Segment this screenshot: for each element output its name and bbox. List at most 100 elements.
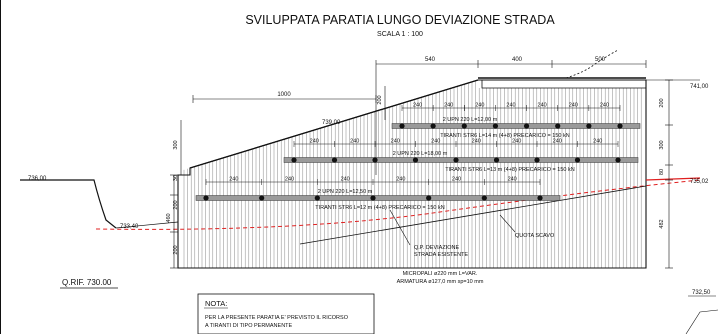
anchor-spacing: 240 bbox=[391, 139, 400, 145]
anchor-head bbox=[412, 157, 419, 163]
dim-400: 400 bbox=[512, 57, 523, 63]
elev-741: 741,00 bbox=[690, 84, 709, 90]
note-heading: NOTA: bbox=[205, 299, 227, 308]
anchor-spacing: 240 bbox=[444, 103, 453, 109]
ground-profile-left bbox=[20, 179, 117, 229]
anchor-label: TIRANTI STR6 L=14 m (4+8) PRECARICO = 15… bbox=[440, 133, 569, 139]
anchor-head bbox=[492, 123, 499, 129]
dim-1000: 1000 bbox=[277, 92, 291, 98]
waler-beam bbox=[283, 157, 639, 163]
dim-right-300: 300 bbox=[659, 140, 665, 149]
wall-outline bbox=[177, 77, 647, 269]
drawing-scale: SCALA 1 : 100 bbox=[377, 31, 423, 38]
anchor-rows: 240 240 240 240 240 240 240 2 UPN 220 L=12,00 m… bbox=[195, 103, 641, 211]
elev-735: 735,02 bbox=[690, 179, 709, 185]
micropile-spec-2: ARMATURA ø127,0 mm sp=10 mm bbox=[397, 279, 484, 285]
excavation-line bbox=[299, 185, 647, 245]
anchor-spacing: 240 bbox=[431, 139, 440, 145]
dim-mid-200: 200 bbox=[377, 95, 383, 104]
road-centerline bbox=[95, 179, 701, 230]
anchor-head bbox=[203, 195, 209, 201]
anchor-spacing: 240 bbox=[472, 139, 481, 145]
anchor-head bbox=[259, 195, 265, 201]
note-line-1: PER LA PRESENTE PARATIA E' PREVISTO IL R… bbox=[205, 315, 349, 321]
beam-label: 2 UPN 220 L=12,50 m bbox=[318, 189, 373, 195]
micropile-array bbox=[183, 80, 642, 268]
anchor-head bbox=[555, 123, 561, 129]
right-dimensions bbox=[646, 79, 700, 269]
anchor-spacing: 240 bbox=[593, 139, 602, 145]
ground-profile-left-low bbox=[115, 221, 179, 229]
anchor-spacing: 240 bbox=[569, 103, 578, 109]
road-right-segment bbox=[645, 177, 701, 181]
waler-beam bbox=[195, 195, 561, 201]
anchor-spacing: 240 bbox=[350, 139, 359, 145]
anchor-spacing: 240 bbox=[285, 177, 294, 183]
note-line-2: A TIRANTI DI TIPO PERMANENTE bbox=[205, 323, 293, 329]
anchor-head bbox=[615, 157, 621, 163]
micropile-spec-1: MICROPALI ø220 mm L=VAR. bbox=[403, 271, 478, 277]
reference-level: Q.RIF. 730.00 bbox=[62, 278, 112, 287]
elev-732: 732,50 bbox=[692, 290, 711, 296]
anchor-spacing: 240 bbox=[341, 177, 350, 183]
anchor-spacing: 240 bbox=[538, 103, 547, 109]
anchor-spacing: 240 bbox=[512, 139, 521, 145]
elev-739: 739,00 bbox=[322, 120, 341, 126]
anchor-spacing: 240 bbox=[452, 177, 461, 183]
anchor-spacing: 240 bbox=[396, 177, 405, 183]
anchor-head bbox=[537, 195, 543, 201]
anchor-label: TIRANTI STR6 L=12 m (4+8) PRECARICO = 15… bbox=[315, 205, 444, 211]
anchor-head bbox=[493, 157, 500, 163]
dim-right-200: 200 bbox=[659, 98, 665, 107]
anchor-head bbox=[370, 195, 376, 201]
elev-733: 733,40 bbox=[120, 224, 139, 230]
dim-left-200b: 200 bbox=[173, 245, 179, 254]
anchor-spacing: 240 bbox=[475, 103, 484, 109]
anchor-head bbox=[331, 157, 338, 163]
anchor-head bbox=[430, 123, 436, 129]
note-box: NOTA: PER LA PRESENTE PARATIA E' PREVIST… bbox=[197, 293, 375, 334]
dim-right-482: 482 bbox=[659, 219, 665, 228]
anchor-head bbox=[453, 157, 459, 163]
left-dimensions bbox=[170, 86, 386, 269]
dim-500: 500 bbox=[595, 57, 606, 63]
elev-736: 736,00 bbox=[28, 176, 47, 182]
label-qp-2: STRADA ESISTENTE bbox=[414, 252, 468, 258]
anchor-head bbox=[461, 123, 467, 129]
waler-beam bbox=[391, 123, 641, 129]
anchor-head bbox=[534, 157, 540, 163]
dim-right-80: 80 bbox=[659, 169, 665, 175]
anchor-head bbox=[574, 157, 581, 163]
anchor-head bbox=[523, 123, 530, 129]
label-leaders bbox=[389, 209, 516, 246]
anchor-label: TIRANTI STR6 L=13 m (4+8) PRECARICO = 15… bbox=[445, 167, 574, 173]
top-dimensions bbox=[192, 60, 647, 175]
anchor-head bbox=[481, 195, 487, 201]
dim-left-460: 460 bbox=[166, 213, 172, 222]
dim-left-300: 300 bbox=[173, 140, 179, 149]
bottom-right-profile bbox=[685, 309, 719, 334]
anchor-head bbox=[291, 157, 297, 163]
anchor-spacing: 240 bbox=[413, 103, 422, 109]
anchor-head bbox=[617, 123, 623, 129]
drawing-title: SVILUPPATA PARATIA LUNGO DEVIAZIONE STRA… bbox=[245, 13, 555, 27]
dim-540: 540 bbox=[425, 57, 436, 63]
anchor-spacing: 240 bbox=[600, 103, 609, 109]
dim-left-30: 30 bbox=[173, 175, 179, 181]
anchor-head bbox=[399, 123, 405, 129]
anchor-head bbox=[426, 195, 432, 201]
anchor-spacing: 240 bbox=[506, 103, 515, 109]
anchor-head bbox=[372, 157, 378, 163]
label-qp-1: Q.P. DEVIAZIONE bbox=[414, 245, 459, 251]
anchor-head bbox=[314, 195, 320, 201]
beam-label: 2 UPN 220 L=18,00 m bbox=[393, 151, 448, 157]
anchor-spacing: 240 bbox=[508, 177, 517, 183]
anchor-spacing: 240 bbox=[310, 139, 319, 145]
beam-label: 2 UPN 220 L=12,00 m bbox=[443, 117, 498, 123]
dim-left-200: 200 bbox=[173, 200, 179, 209]
anchor-head bbox=[586, 123, 592, 129]
anchor-spacing: 240 bbox=[553, 139, 562, 145]
anchor-spacing: 240 bbox=[229, 177, 238, 183]
label-quota-scavo: QUOTA SCAVO bbox=[515, 233, 555, 239]
